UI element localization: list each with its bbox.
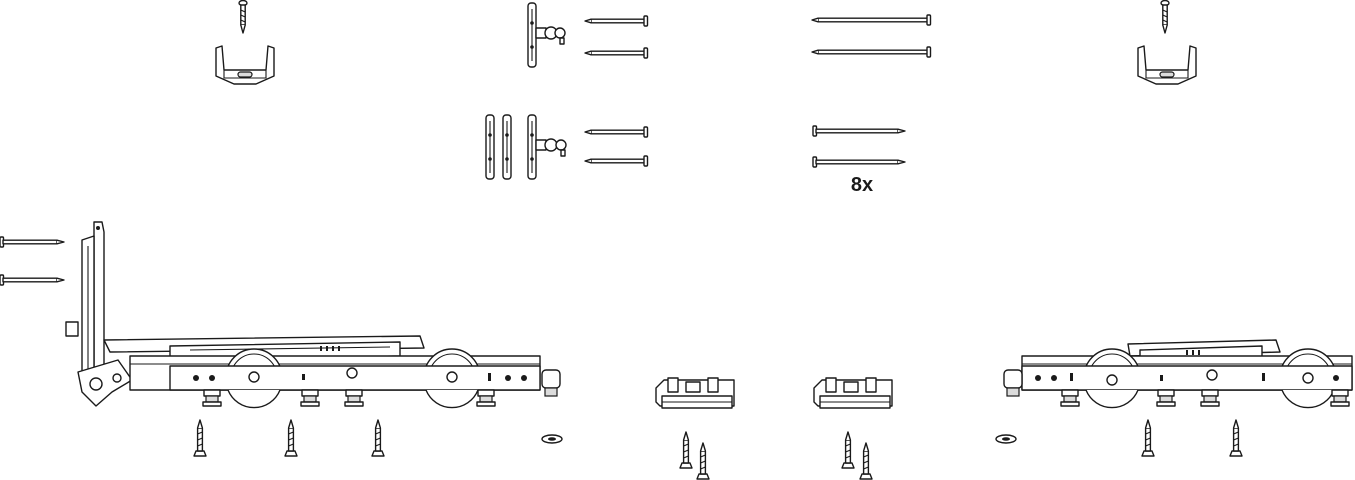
trolley-right [1003, 339, 1353, 409]
mounting-screw [284, 419, 298, 457]
long-nail [812, 125, 906, 137]
side-nail [0, 274, 65, 286]
quantity-label: 8x [851, 174, 873, 196]
trolley-left [65, 221, 561, 409]
mounting-screw [371, 419, 385, 457]
mounting-screw [1229, 419, 1243, 457]
mounting-screw [859, 442, 873, 480]
guide-plate-top [527, 2, 566, 68]
mounting-screw [841, 431, 855, 469]
side-nail [0, 236, 65, 248]
guide-pin [584, 15, 649, 27]
washer [541, 434, 563, 444]
mounting-bracket-right [1137, 0, 1197, 85]
washer [995, 434, 1017, 444]
long-nail [811, 46, 932, 58]
guide-pin [584, 126, 649, 138]
mounting-screw [679, 431, 693, 469]
guide-pin [584, 47, 649, 59]
stopper-block [655, 377, 735, 409]
stopper-block [813, 377, 893, 409]
guide-pin [584, 155, 649, 167]
mounting-screw [696, 442, 710, 480]
long-nail [811, 14, 932, 26]
mounting-bracket-left [215, 0, 275, 85]
mounting-screw [1141, 419, 1155, 457]
mounting-screw [193, 419, 207, 457]
guide-plate-set [485, 114, 567, 180]
long-nail [812, 156, 906, 168]
